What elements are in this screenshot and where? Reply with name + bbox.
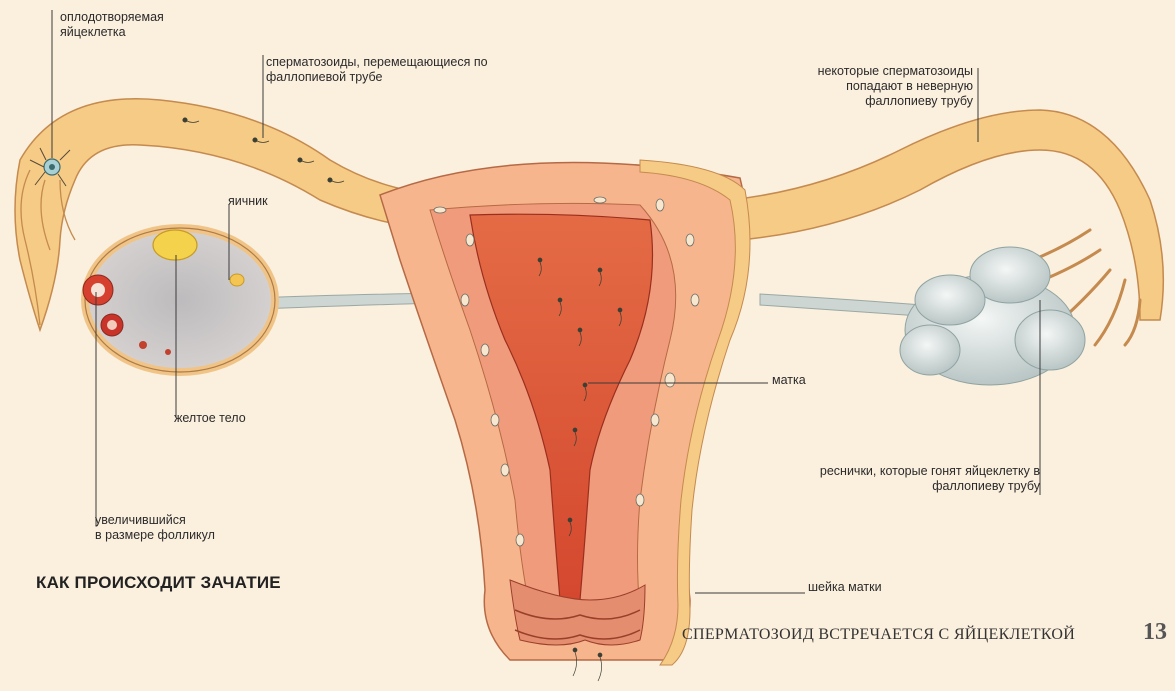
cervix-label: шейка матки: [808, 580, 882, 595]
uterus-label: матка: [772, 373, 806, 388]
wrong-tube-label-line2: попадают в неверную: [790, 79, 973, 94]
wrong-tube-label: некоторые сперматозоиды попадают в невер…: [790, 64, 973, 109]
cilia-label: реснички, которые гонят яйцеклетку в фал…: [760, 464, 1040, 494]
right-cilia-cluster: [900, 247, 1085, 385]
running-head: СПЕРМАТОЗОИД ВСТРЕЧАЕТСЯ С ЯЙЦЕКЛЕТКОЙ: [682, 626, 1075, 644]
fertilized-egg-label-line2: яйцеклетка: [60, 25, 164, 40]
follicle-label-line2: в размере фолликул: [95, 528, 215, 543]
follicle-label: увеличившийся в размере фолликул: [95, 513, 215, 543]
follicle-label-line1: увеличившийся: [95, 513, 215, 528]
left-ovary: [83, 228, 275, 372]
corpus-luteum-label: желтое тело: [174, 411, 246, 426]
page-number: 13: [1143, 619, 1167, 646]
wrong-tube-label-line3: фаллопиеву трубу: [790, 94, 973, 109]
fertilized-egg-label-line1: оплодотворяемая: [60, 10, 164, 25]
sperm-moving-label-line2: фаллопиевой трубе: [266, 70, 488, 85]
fertilized-egg-label: оплодотворяемая яйцеклетка: [60, 10, 164, 40]
figure-title: КАК ПРОИСХОДИТ ЗАЧАТИЕ: [36, 573, 281, 593]
cilia-label-line1: реснички, которые гонят яйцеклетку в: [760, 464, 1040, 479]
sperm-moving-label: сперматозоиды, перемещающиеся по фаллопи…: [266, 55, 488, 85]
wrong-tube-label-line1: некоторые сперматозоиды: [790, 64, 973, 79]
sperm-moving-label-line1: сперматозоиды, перемещающиеся по: [266, 55, 488, 70]
ovary-label: яичник: [228, 194, 268, 209]
cilia-label-line2: фаллопиеву трубу: [760, 479, 1040, 494]
